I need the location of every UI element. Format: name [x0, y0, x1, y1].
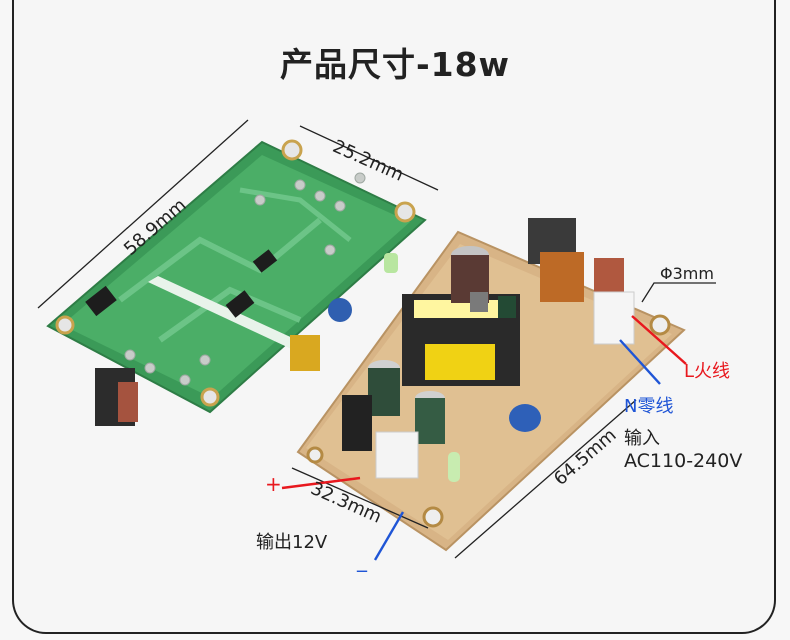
minus-sign: _ — [357, 548, 367, 572]
neutral-wire-label: N零线 — [624, 396, 674, 417]
page-title: 产品尺寸-18w — [279, 45, 511, 84]
input-voltage-range: AC110-240V — [624, 450, 743, 472]
green-pcb-board — [46, 139, 427, 426]
input-label: 输入 — [624, 428, 660, 449]
tan-pcb-board — [296, 218, 686, 552]
live-wire-label: L火线 — [684, 361, 731, 382]
dim-hole-diameter: Φ3mm — [660, 264, 714, 283]
output-label: 输出12V — [256, 532, 328, 553]
polarity-lines — [281, 315, 687, 561]
plus-sign: + — [265, 472, 282, 496]
dimension-lines — [37, 119, 716, 559]
